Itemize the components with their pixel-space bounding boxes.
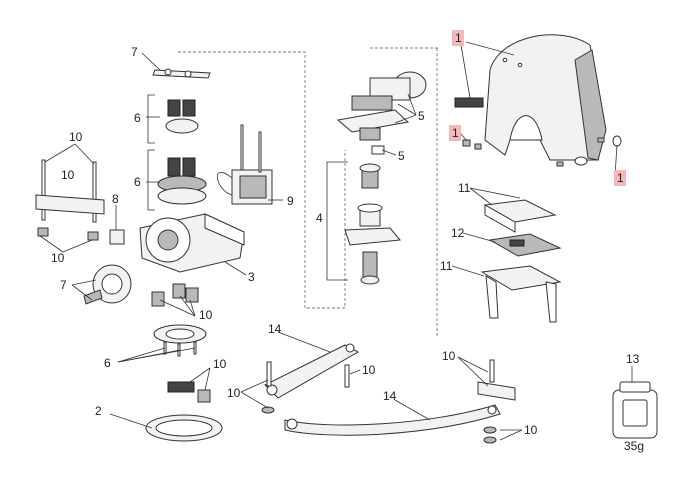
label-14a: 14 xyxy=(268,322,282,336)
highlight-box-1b xyxy=(449,125,461,141)
label-10c: 10 xyxy=(51,251,65,265)
label-3: 3 xyxy=(248,270,255,284)
part-arm-bracket[interactable] xyxy=(477,381,516,401)
part-grease-jar[interactable] xyxy=(612,381,658,439)
label-10i: 10 xyxy=(524,423,538,437)
label-10g: 10 xyxy=(362,363,376,377)
group-frames xyxy=(178,47,440,336)
label-11a: 11 xyxy=(458,181,471,195)
label-8: 8 xyxy=(112,192,119,206)
label-1b: 1 xyxy=(452,126,459,140)
highlight-boxes xyxy=(449,30,626,186)
part-gear-stacks[interactable] xyxy=(157,99,207,205)
part-gear-ring[interactable] xyxy=(153,324,207,357)
part-bolts-center[interactable] xyxy=(261,359,497,444)
label-11b: 11 xyxy=(440,259,453,273)
label-6b: 6 xyxy=(134,175,141,189)
label-10b: 10 xyxy=(61,168,75,182)
highlight-box-1a xyxy=(452,30,464,46)
label-10h: 10 xyxy=(442,349,456,363)
label-9: 9 xyxy=(287,194,294,208)
callout-labels: 1 1 1 2 3 4 5 5 6 6 6 7 7 8 9 10 10 10 1… xyxy=(51,31,644,453)
label-10e: 10 xyxy=(213,357,227,371)
label-1c: 1 xyxy=(617,171,624,185)
part-arm-lower[interactable] xyxy=(284,404,501,436)
label-6c: 6 xyxy=(104,356,111,370)
part-clips[interactable] xyxy=(167,381,211,403)
part-mount-bracket[interactable] xyxy=(35,159,125,245)
leader-lines xyxy=(39,41,633,441)
part-board-holder[interactable] xyxy=(480,265,562,323)
label-10d: 10 xyxy=(199,308,213,322)
part-pin-top[interactable] xyxy=(152,68,211,79)
label-4: 4 xyxy=(316,211,323,225)
label-14b: 14 xyxy=(383,389,397,403)
part-bushings[interactable] xyxy=(151,283,199,307)
part-transformer[interactable] xyxy=(216,124,273,205)
label-2: 2 xyxy=(95,404,102,418)
label-12: 12 xyxy=(451,226,465,240)
label-5b: 5 xyxy=(398,149,405,163)
label-6a: 6 xyxy=(134,111,141,125)
label-5a: 5 xyxy=(418,109,425,123)
part-release-knob[interactable] xyxy=(83,264,132,305)
grease-weight-label: 35g xyxy=(624,439,644,453)
label-7b: 7 xyxy=(60,278,67,292)
part-housing-base[interactable] xyxy=(139,213,245,273)
label-1a: 1 xyxy=(455,31,462,45)
part-cover[interactable] xyxy=(454,34,622,167)
part-gear-shaft[interactable] xyxy=(344,163,401,285)
label-10f: 10 xyxy=(227,386,241,400)
highlight-box-1c xyxy=(614,170,626,186)
label-10a: 10 xyxy=(69,130,83,144)
part-motor-assembly[interactable] xyxy=(336,71,427,155)
label-7a: 7 xyxy=(131,45,138,59)
part-control-board[interactable] xyxy=(488,233,562,257)
part-board-cover[interactable] xyxy=(483,199,557,233)
part-arm-upper[interactable] xyxy=(264,343,360,399)
label-13: 13 xyxy=(626,352,640,366)
part-base-plate[interactable] xyxy=(145,414,223,442)
